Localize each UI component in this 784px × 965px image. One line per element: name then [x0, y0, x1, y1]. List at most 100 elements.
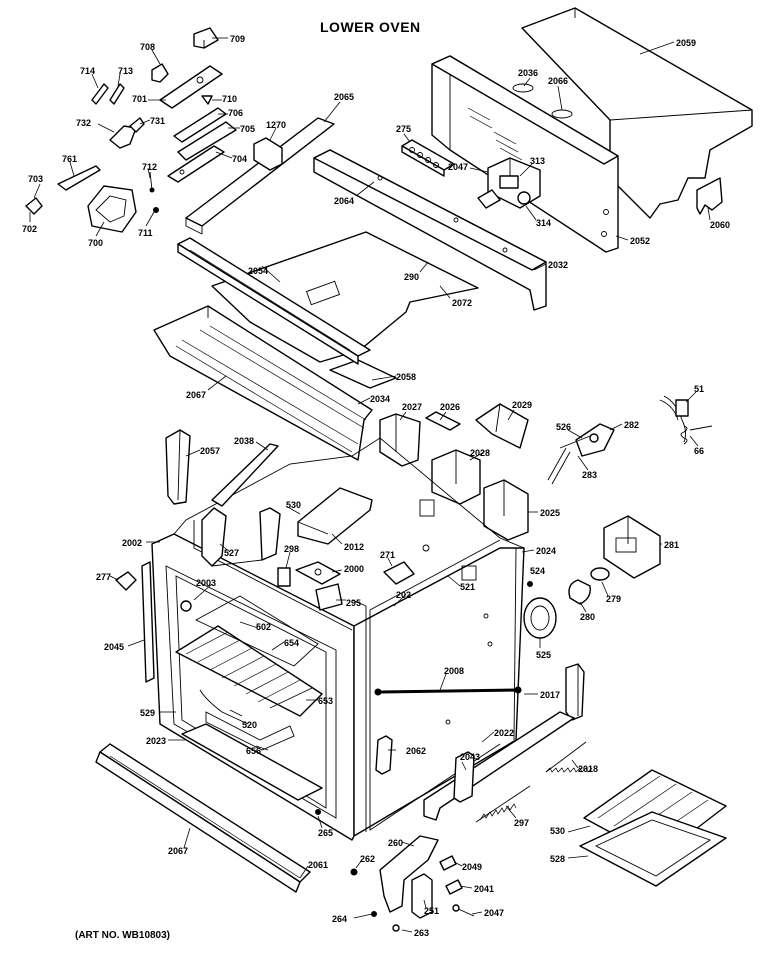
- callout-label: 2025: [540, 508, 560, 518]
- callout-label: 732: [76, 118, 91, 128]
- part-strip-2045: [141, 561, 155, 683]
- part-element-527: [201, 507, 281, 567]
- part-wire-harness: [659, 395, 713, 445]
- callout-label: 526: [556, 422, 571, 432]
- part-screw-265: [315, 809, 321, 815]
- part-broiler-pan-528: [579, 811, 727, 887]
- callout-label: 2026: [440, 402, 460, 412]
- part-switch-709: [193, 27, 219, 49]
- part-screw-524: [527, 581, 533, 587]
- callout-label: 2061: [308, 860, 328, 870]
- callout-label: 1270: [266, 120, 286, 130]
- part-screw-711: [153, 207, 159, 213]
- part-box-281: [603, 515, 661, 579]
- callout-label: 262: [360, 854, 375, 864]
- callout-label: 279: [606, 594, 621, 604]
- part-side-bracket-2057: [165, 429, 191, 505]
- callout-labels: 709 708 714 713 701 710 706 732 731 705 …: [22, 34, 730, 938]
- callout-label: 520: [242, 720, 257, 730]
- callout-label: 271: [380, 550, 395, 560]
- part-bulb-280: [568, 579, 591, 605]
- part-clip-2026: [425, 411, 461, 431]
- callout-label: 700: [88, 238, 103, 248]
- part-vent-2067: [153, 305, 373, 461]
- callout-label: 2017: [540, 690, 560, 700]
- part-front-rail: [177, 237, 371, 365]
- callout-label: 2024: [536, 546, 556, 556]
- part-screw-264: [371, 911, 377, 917]
- callout-label: 714: [80, 66, 95, 76]
- part-bracket-271: [383, 561, 415, 585]
- callout-label: 2043: [460, 752, 480, 762]
- callout-label: 2036: [518, 68, 538, 78]
- callout-label: 2000: [344, 564, 364, 574]
- part-top-sheet-2054: [211, 231, 479, 389]
- part-bottom-panel-2023: [181, 723, 323, 801]
- callout-label: 710: [222, 94, 237, 104]
- callout-label: 2047: [484, 908, 504, 918]
- callout-label: 2047: [448, 162, 468, 172]
- part-bracket-701: [159, 65, 223, 109]
- callout-label: 709: [230, 34, 245, 44]
- part-hook-713: [109, 83, 125, 105]
- part-knob-277: [115, 571, 137, 591]
- callout-label: 2052: [630, 236, 650, 246]
- callout-label: 528: [550, 854, 565, 864]
- part-spring-712: [149, 171, 155, 193]
- callout-label: 705: [240, 124, 255, 134]
- callout-label: 2062: [406, 746, 426, 756]
- callout-label: 2028: [470, 448, 490, 458]
- callout-label: 251: [424, 906, 439, 916]
- part-front-trim-2067: [95, 743, 311, 893]
- callout-label: 653: [318, 696, 333, 706]
- callout-label: 761: [62, 154, 77, 164]
- part-spring-297: [475, 785, 531, 823]
- part-clip-2041: [445, 879, 463, 895]
- callout-label: 530: [550, 826, 565, 836]
- callout-label: 2029: [512, 400, 532, 410]
- callout-label: 521: [460, 582, 475, 592]
- callout-label: 2008: [444, 666, 464, 676]
- callout-label: 202: [396, 590, 411, 600]
- callout-label: 66: [694, 446, 704, 456]
- callout-label: 2045: [104, 642, 124, 652]
- callout-label: 708: [140, 42, 155, 52]
- part-clip-2049: [439, 855, 457, 871]
- callout-label: 703: [28, 174, 43, 184]
- part-box-2028: [431, 449, 481, 505]
- callout-label: 298: [284, 544, 299, 554]
- part-bracket-732: [109, 125, 137, 149]
- part-bracket-2062: [375, 735, 393, 775]
- callout-label: 654: [284, 638, 299, 648]
- callout-label: 2054: [248, 266, 268, 276]
- callout-label: 712: [142, 162, 157, 172]
- callout-label: 2003: [196, 578, 216, 588]
- part-frame-2017: [565, 663, 585, 721]
- part-clip-731: [129, 117, 145, 133]
- callout-label: 2064: [334, 196, 354, 206]
- part-bracket-1270: [253, 137, 283, 171]
- part-hinge-260: [379, 835, 439, 913]
- part-screw-263: [392, 924, 400, 932]
- part-bracket-704: [167, 145, 225, 183]
- part-box-2025: [483, 479, 529, 541]
- part-screw-2047: [452, 904, 475, 917]
- part-socket-279: [590, 567, 610, 581]
- callout-label: 2059: [676, 38, 696, 48]
- callout-label: 2066: [548, 76, 568, 86]
- part-motor-700: [87, 185, 137, 233]
- callout-label: 265: [318, 828, 333, 838]
- diagram-title: LOWER OVEN: [320, 19, 421, 35]
- part-baffle-2012: [297, 487, 373, 545]
- part-spring-2018: [545, 741, 593, 773]
- part-terminal-block: [401, 139, 455, 177]
- callout-label: 530: [286, 500, 301, 510]
- part-lamp-2003: [180, 600, 192, 612]
- callout-label: 314: [536, 218, 551, 228]
- callout-label: 2023: [146, 736, 166, 746]
- part-screw-262: [350, 868, 358, 876]
- callout-label: 656: [246, 746, 261, 756]
- callout-label: 2060: [710, 220, 730, 230]
- callout-label: 282: [624, 420, 639, 430]
